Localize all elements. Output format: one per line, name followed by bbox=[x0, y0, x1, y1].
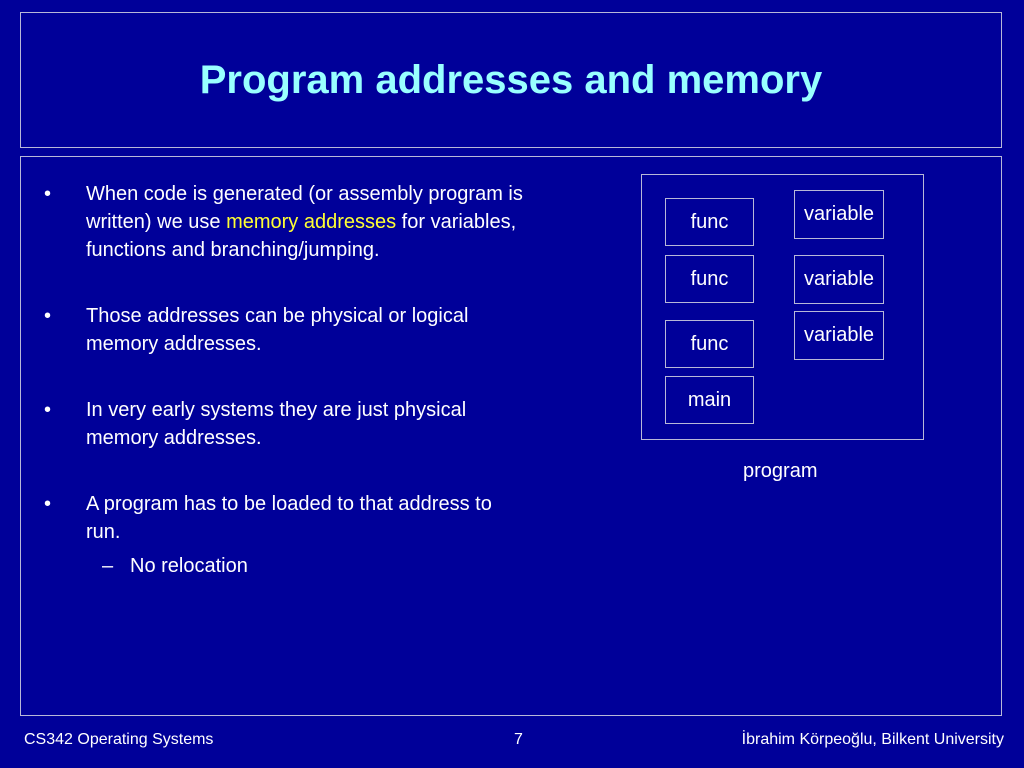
func-block: func bbox=[665, 255, 754, 303]
bullet-text-pre: When code is generated (or assembly prog… bbox=[86, 183, 523, 233]
bullet-list: • When code is generated (or assembly pr… bbox=[44, 180, 524, 618]
bullet-item: • In very early systems they are just ph… bbox=[44, 396, 524, 452]
func-block: func bbox=[665, 320, 754, 368]
sub-bullet-text: No relocation bbox=[130, 555, 248, 577]
bullet-text: In very early systems they are just phys… bbox=[86, 399, 467, 449]
footer-course: CS342 Operating Systems bbox=[24, 731, 214, 748]
bullet-text: Those addresses can be physical or logic… bbox=[86, 305, 469, 355]
variable-block: variable bbox=[794, 255, 884, 304]
footer-author: İbrahim Körpeoğlu, Bilkent University bbox=[741, 731, 1004, 748]
bullet-dot-icon: • bbox=[44, 183, 52, 205]
title-box: Program addresses and memory bbox=[20, 12, 1002, 148]
main-block: main bbox=[665, 376, 754, 424]
bullet-item: • A program has to be loaded to that add… bbox=[44, 490, 524, 580]
slide-title: Program addresses and memory bbox=[199, 57, 823, 102]
program-box bbox=[641, 174, 924, 440]
bullet-item: • When code is generated (or assembly pr… bbox=[44, 180, 524, 264]
sub-bullet-list: – No relocation bbox=[86, 552, 524, 580]
bullet-text-post: for variables, functions and branching/j… bbox=[86, 211, 517, 261]
sub-bullet-item: – No relocation bbox=[86, 552, 524, 580]
footer-page-number: 7 bbox=[514, 731, 523, 748]
bullet-text: A program has to be loaded to that addre… bbox=[86, 493, 492, 543]
content-box bbox=[20, 156, 1002, 716]
variable-block: variable bbox=[794, 190, 884, 239]
variable-block: variable bbox=[794, 311, 884, 360]
bullet-dot-icon: • bbox=[44, 493, 52, 515]
bullet-item: • Those addresses can be physical or log… bbox=[44, 302, 524, 358]
bullet-highlight: memory addresses bbox=[226, 211, 397, 233]
bullet-dot-icon: • bbox=[44, 305, 52, 327]
bullet-dot-icon: • bbox=[44, 399, 52, 421]
func-block: func bbox=[665, 198, 754, 246]
program-label: program bbox=[743, 460, 818, 482]
dash-icon: – bbox=[102, 555, 114, 577]
